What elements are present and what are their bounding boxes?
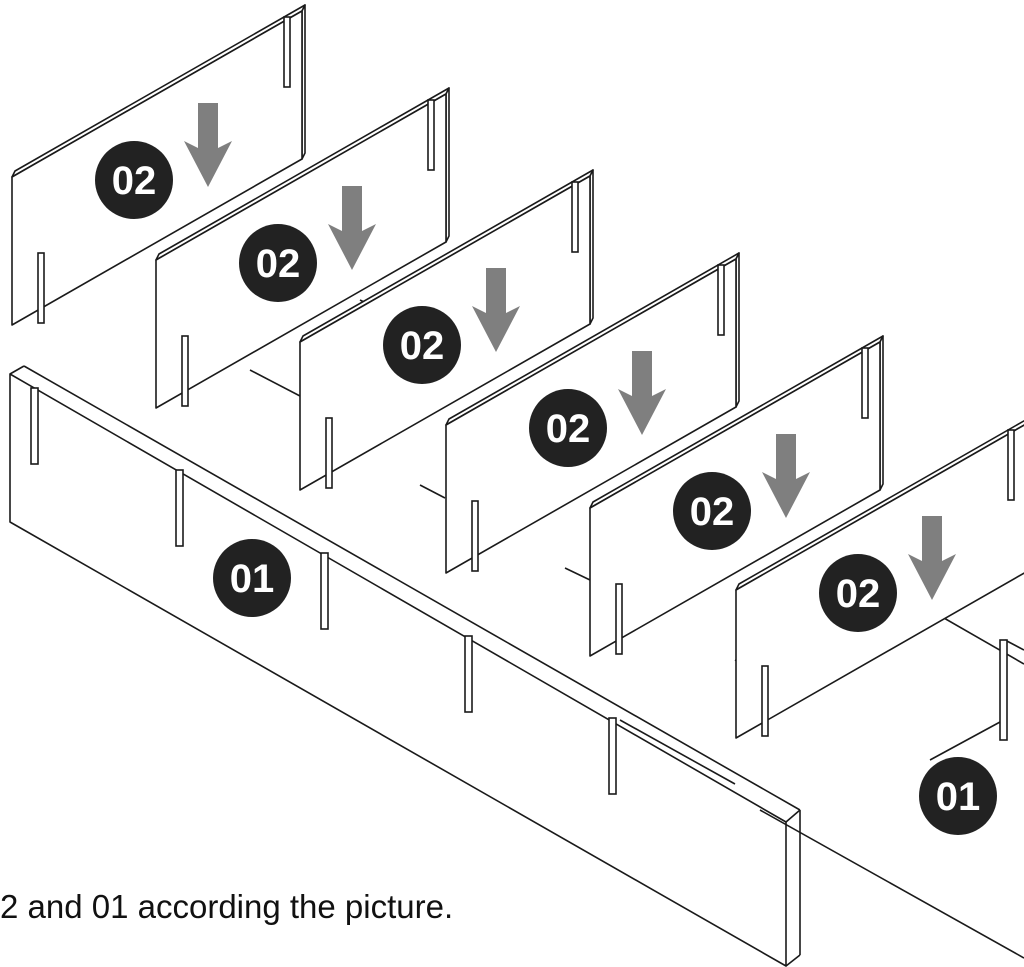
divider-panel: 02 xyxy=(299,169,594,491)
divider-panel: 02 xyxy=(155,87,450,409)
back-rail xyxy=(759,609,1024,959)
part-label-02: 02 xyxy=(400,324,445,368)
rail-badge: 01 xyxy=(919,757,997,835)
panel-slot xyxy=(471,500,479,572)
instruction-caption: 2 and 01 according the picture. xyxy=(0,888,453,925)
part-label-02: 02 xyxy=(546,407,591,451)
down-arrow-icon xyxy=(618,351,666,435)
panel-slot xyxy=(571,181,579,253)
panel-slot xyxy=(181,335,189,407)
part-badge-02 xyxy=(673,472,751,550)
panel-slot xyxy=(861,347,869,419)
part-label-01: 01 xyxy=(230,557,275,601)
panel-slot xyxy=(325,417,333,489)
down-arrow-icon xyxy=(908,516,956,600)
part-badge-01 xyxy=(213,539,291,617)
panel-slot xyxy=(283,16,291,88)
down-arrow-icon xyxy=(328,186,376,270)
part-badge-02 xyxy=(95,141,173,219)
part-label-02: 02 xyxy=(690,490,735,534)
part-badge-02 xyxy=(239,224,317,302)
part-badge-02 xyxy=(529,389,607,467)
rail-badge: 01 xyxy=(213,539,291,617)
panel-slot xyxy=(37,252,45,324)
front-rail xyxy=(9,365,801,967)
panel-slot xyxy=(1007,429,1015,501)
part-badge-01 xyxy=(919,757,997,835)
down-arrow-icon xyxy=(472,268,520,352)
part-label-02: 02 xyxy=(256,242,301,286)
part-label-02: 02 xyxy=(836,572,881,616)
divider-panel: 02 xyxy=(735,419,1024,739)
panel-slot xyxy=(761,665,769,737)
part-label-01: 01 xyxy=(936,775,981,819)
panel-slot xyxy=(717,264,725,336)
down-arrow-icon xyxy=(762,434,810,518)
panel-slot xyxy=(615,583,623,655)
divider-panel: 02 xyxy=(589,335,884,657)
divider-panel: 02 xyxy=(11,4,306,326)
divider-panel: 02 xyxy=(445,252,740,574)
part-badge-02 xyxy=(819,554,897,632)
panel-slot xyxy=(427,99,435,171)
down-arrow-icon xyxy=(184,103,232,187)
part-badge-02 xyxy=(383,306,461,384)
part-label-02: 02 xyxy=(112,159,157,203)
